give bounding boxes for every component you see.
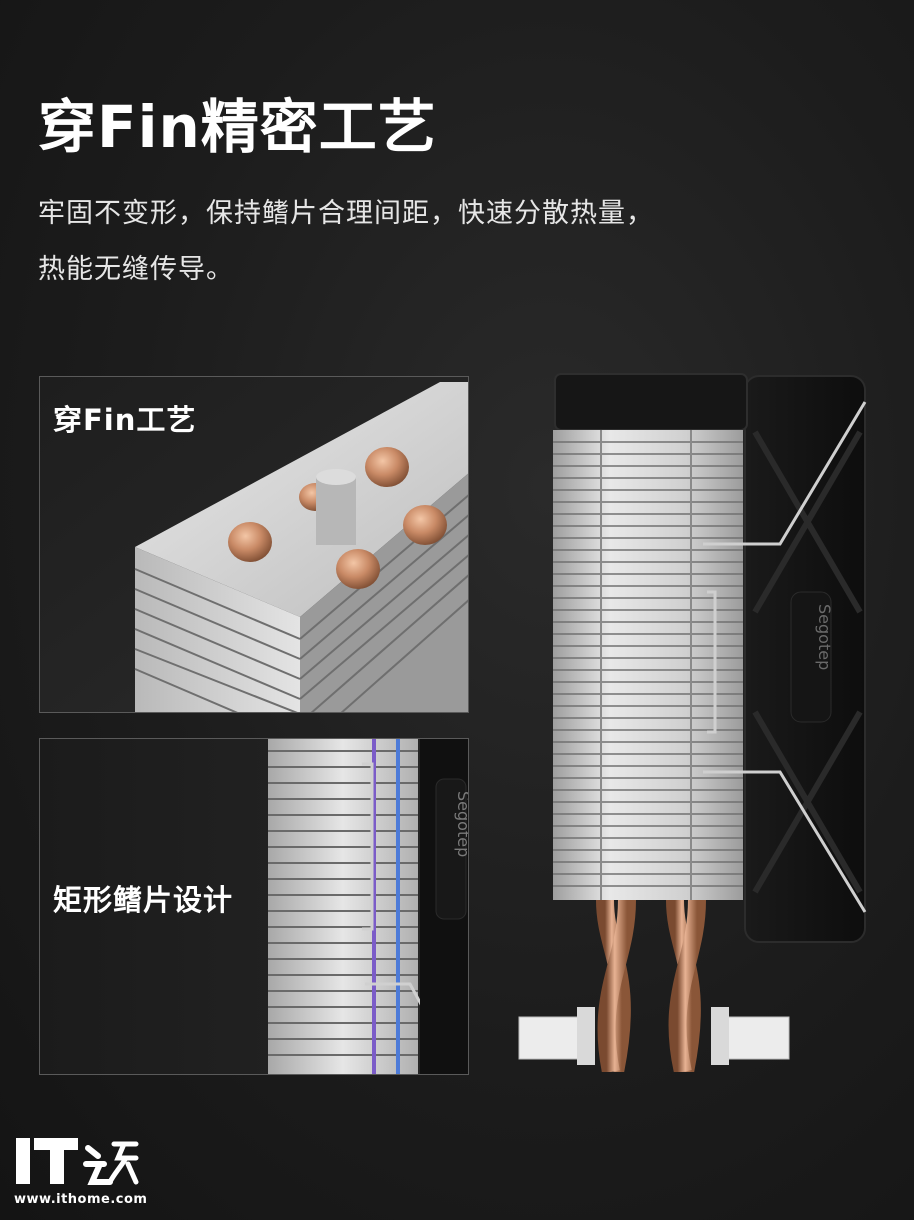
headline: 穿Fin精密工艺 (38, 93, 437, 161)
cpu-cooler-image: Segotep (518, 373, 867, 1072)
through-fin-label: 穿Fin工艺 (53, 403, 197, 437)
description-line-1: 牢固不变形，保持鳍片合理间距，快速分散热量， (38, 198, 654, 229)
ithome-logo (16, 1138, 139, 1185)
rectangular-fin-panel: 矩形鳍片设计 Segotep (39, 738, 469, 1075)
rectangular-fin-label: 矩形鳍片设计 (53, 883, 234, 917)
rectangular-fin-closeup-image: Segotep (40, 739, 469, 1074)
cooler-fan-brand-text: Segotep (815, 604, 834, 670)
ithome-url: www.ithome.com (14, 1192, 148, 1207)
fan-brand-text: Segotep (454, 791, 469, 857)
description-line-2: 热能无缝传导。 (38, 254, 234, 285)
through-fin-closeup-image (40, 377, 468, 712)
through-fin-panel: 穿Fin工艺 (39, 376, 469, 713)
